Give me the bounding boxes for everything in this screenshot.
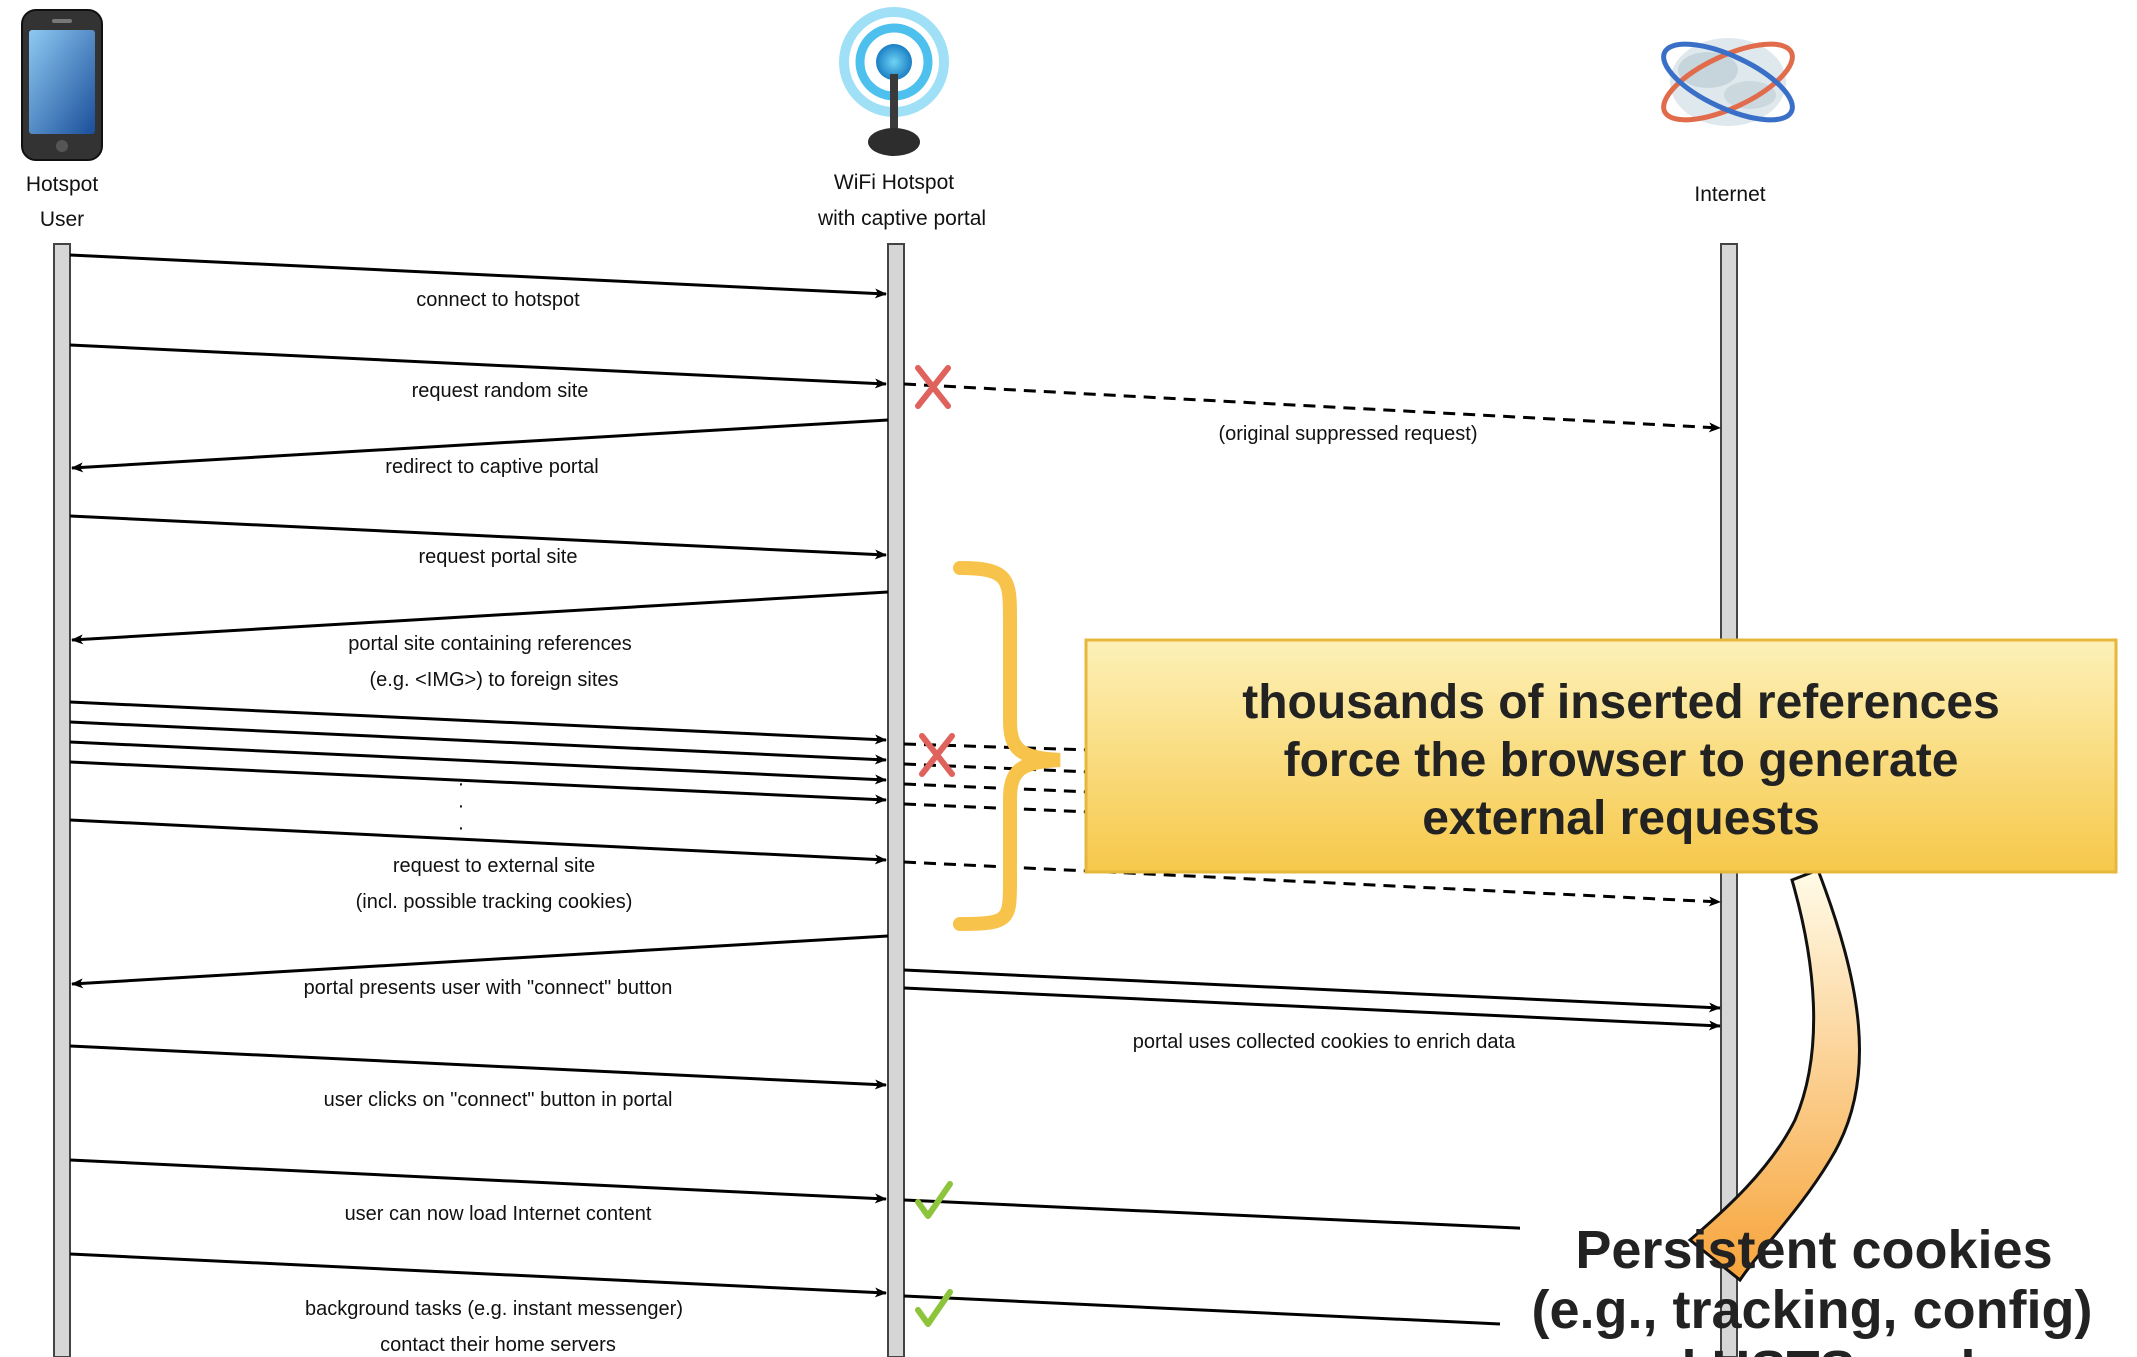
label-enrich-data: portal uses collected cookies to enrich …	[1133, 1031, 1516, 1053]
label-portal-references-line2: (e.g. <IMG>) to foreign sites	[370, 669, 619, 691]
wifi-antenna-icon	[839, 7, 949, 156]
label-load-internet-content: user can now load Internet content	[345, 1203, 652, 1225]
message-arrows	[69, 253, 1721, 1326]
label-suppressed-request: (original suppressed request)	[1218, 423, 1477, 445]
label-request-portal-site: request portal site	[419, 546, 578, 568]
actor-hotspot-line1: WiFi Hotspot	[834, 171, 954, 194]
actor-user-line1: Hotspot	[26, 173, 99, 196]
arrow-user-clicks-connect	[69, 1044, 887, 1090]
label-background-tasks-line1: background tasks (e.g. instant messenger…	[305, 1298, 683, 1320]
arrow-reference-request-4	[69, 760, 887, 805]
cookies-line-2: (e.g., tracking, config)	[1531, 1280, 2092, 1340]
line-background-forward	[903, 1294, 1501, 1326]
actor-hotspot-line2: with captive portal	[817, 207, 986, 230]
ellipsis-dot-1: ·	[458, 773, 465, 795]
label-connect-to-hotspot: connect to hotspot	[416, 289, 580, 311]
ellipsis-dot-3: ·	[458, 817, 465, 839]
callout-line-3: external requests	[1422, 792, 1820, 845]
actor-internet-label: Internet	[1694, 183, 1765, 206]
label-redirect-to-portal: redirect to captive portal	[385, 456, 598, 478]
line-load-forward	[903, 1198, 1561, 1232]
arrow-portal-site-references	[71, 590, 889, 645]
arrow-enrich-data-1	[903, 968, 1721, 1013]
curly-brace-icon	[953, 561, 1061, 931]
arrow-request-random-site	[69, 343, 887, 389]
lifeline-user	[53, 243, 71, 1357]
smartphone-icon	[21, 9, 103, 161]
arrow-request-external-site	[69, 818, 887, 865]
lifeline-hotspot	[887, 243, 905, 1357]
label-request-external-line2: (incl. possible tracking cookies)	[356, 891, 633, 913]
cross-icon	[915, 365, 951, 409]
cookies-line-1: Persistent cookies	[1575, 1220, 2052, 1280]
label-portal-references-line1: portal site containing references	[348, 633, 632, 655]
label-request-external-line1: request to external site	[393, 855, 595, 877]
arrow-presents-connect-button	[71, 934, 889, 989]
persistent-cookies-note: Persistent cookies (e.g., tracking, conf…	[1520, 1220, 2093, 1357]
checkmark-icon	[915, 1289, 953, 1327]
callout-line-1: thousands of inserted references	[1242, 676, 2000, 729]
arrow-suppressed-request	[903, 382, 1721, 433]
arrow-reference-request-2	[69, 720, 887, 765]
arrow-connect-to-hotspot	[69, 253, 887, 299]
checkmark-icon	[915, 1181, 953, 1219]
callout-box: thousands of inserted references force t…	[1084, 638, 2118, 874]
arrow-background-tasks	[69, 1252, 887, 1298]
arrow-enrich-data-2	[903, 986, 1721, 1031]
dashed-forward-1	[903, 742, 1091, 752]
arrow-redirect-to-portal	[71, 418, 889, 473]
arrow-reference-request-1	[69, 700, 887, 745]
cross-icon	[919, 733, 955, 777]
cookies-line-3: and HSTS cache	[1600, 1340, 2023, 1357]
arrow-reference-request-3	[69, 740, 887, 785]
curved-arrow-to-cookies	[1687, 868, 1861, 1283]
label-user-clicks-connect: user clicks on "connect" button in porta…	[324, 1089, 673, 1111]
globe-icon	[1661, 38, 1795, 126]
arrow-external-forward	[903, 860, 1721, 907]
label-presents-connect-button: portal presents user with "connect" butt…	[304, 977, 673, 999]
label-request-random-site: request random site	[412, 380, 589, 402]
actor-user-line2: User	[40, 208, 84, 231]
arrow-request-portal-site	[69, 514, 887, 560]
callout-line-2: force the browser to generate	[1284, 734, 1959, 787]
dashed-forward-2	[903, 762, 1091, 774]
arrow-load-internet-content	[69, 1158, 887, 1204]
ellipsis-dot-2: ·	[458, 795, 465, 817]
dashed-forward-4	[903, 802, 1091, 814]
label-background-tasks-line2: contact their home servers	[380, 1334, 616, 1356]
dashed-forward-3	[903, 782, 1091, 794]
